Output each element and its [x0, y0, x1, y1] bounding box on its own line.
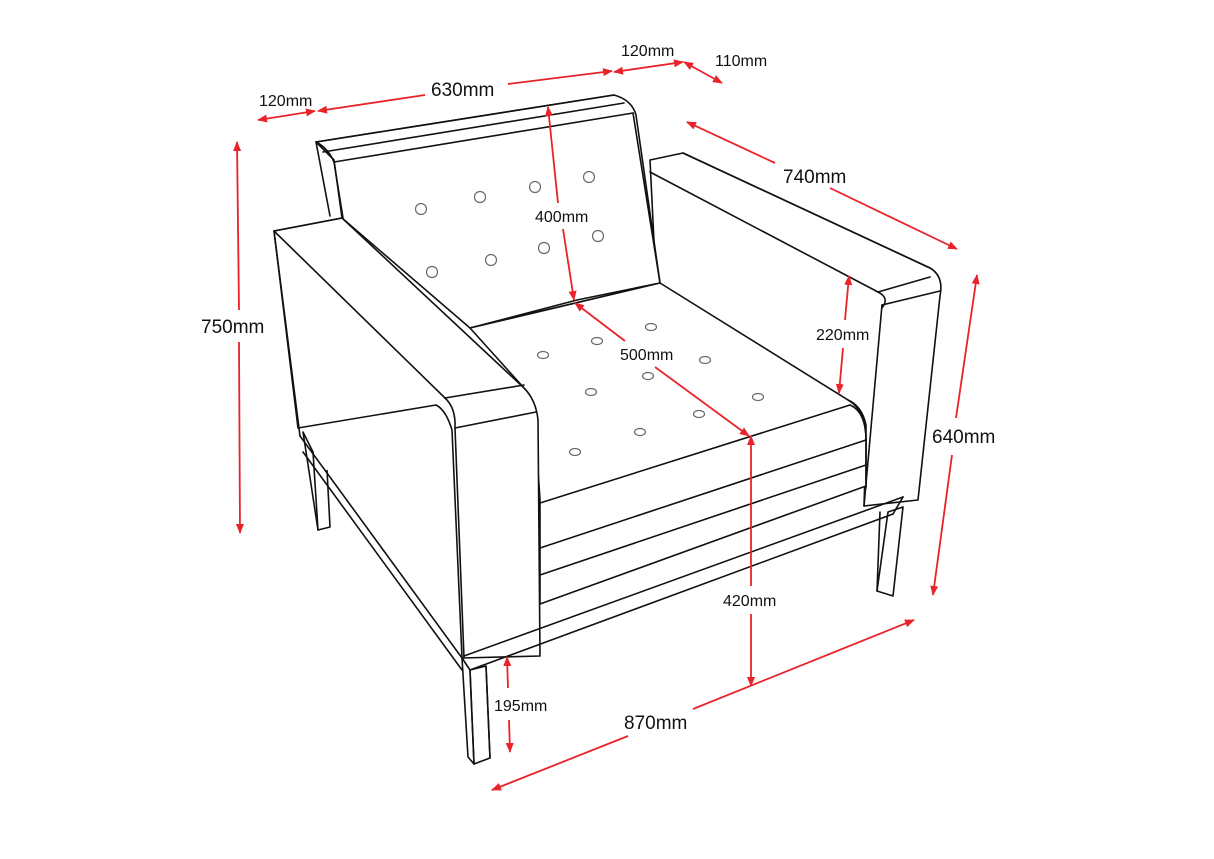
dim-arm-above-seat-line-a [844, 275, 853, 321]
right-armrest [649, 152, 942, 507]
armchair-drawing [273, 94, 942, 765]
dim-arm-width-left-line [257, 108, 316, 123]
dim-leg-clearance-line-b [505, 719, 514, 753]
dim-depth-line-a [686, 121, 776, 164]
dim-overall-width-line-b [692, 619, 915, 710]
dim-back-height-line-a [544, 106, 559, 204]
dimension-labels: 120mm 630mm 120mm 110mm 740mm 750mm 400m… [201, 43, 995, 734]
dim-seat-width-line-a [317, 94, 426, 114]
backrest [315, 94, 661, 329]
dim-seat-width-line-b [507, 68, 613, 85]
label-seat-depth: 500mm [620, 347, 673, 364]
dim-arm-height-line-a [955, 274, 980, 419]
label-back-thickness: 110mm [715, 53, 767, 70]
dim-height-line-b [235, 341, 244, 534]
label-arm-above-seat: 220mm [816, 327, 869, 344]
label-arm-width-right: 120mm [621, 43, 674, 60]
right-rear-leg [876, 506, 904, 597]
dim-arm-height-line-b [930, 454, 953, 596]
dim-arm-width-right-line [613, 59, 684, 75]
label-arm-height: 640mm [932, 427, 995, 448]
dim-height-line-a [233, 141, 242, 311]
dim-seat-depth-line-a [574, 302, 626, 342]
label-seat-height: 420mm [723, 593, 776, 610]
label-back-height: 400mm [535, 209, 588, 226]
label-leg-clearance: 195mm [494, 698, 547, 715]
label-overall-width: 870mm [624, 713, 687, 734]
backrest-buttons [414, 170, 605, 279]
dim-overall-width-line-a [491, 735, 629, 791]
left-armrest [273, 217, 541, 659]
dim-arm-above-seat-line-b [835, 347, 844, 394]
dimension-lines [233, 59, 980, 791]
label-overall-depth: 740mm [783, 167, 846, 188]
label-overall-height: 750mm [201, 317, 264, 338]
dim-back-height-line-b [562, 228, 577, 301]
base-frame [299, 435, 904, 671]
seat-buttons [536, 322, 765, 457]
dim-seat-depth-line-b [654, 366, 750, 437]
dim-depth-line-b [829, 187, 958, 250]
left-rear-leg [302, 431, 331, 531]
label-seat-width: 630mm [431, 80, 494, 101]
front-left-leg [461, 657, 491, 765]
dim-leg-clearance-line-a [503, 656, 512, 689]
label-arm-width-left: 120mm [259, 93, 312, 110]
dim-back-thickness-line [683, 61, 723, 84]
